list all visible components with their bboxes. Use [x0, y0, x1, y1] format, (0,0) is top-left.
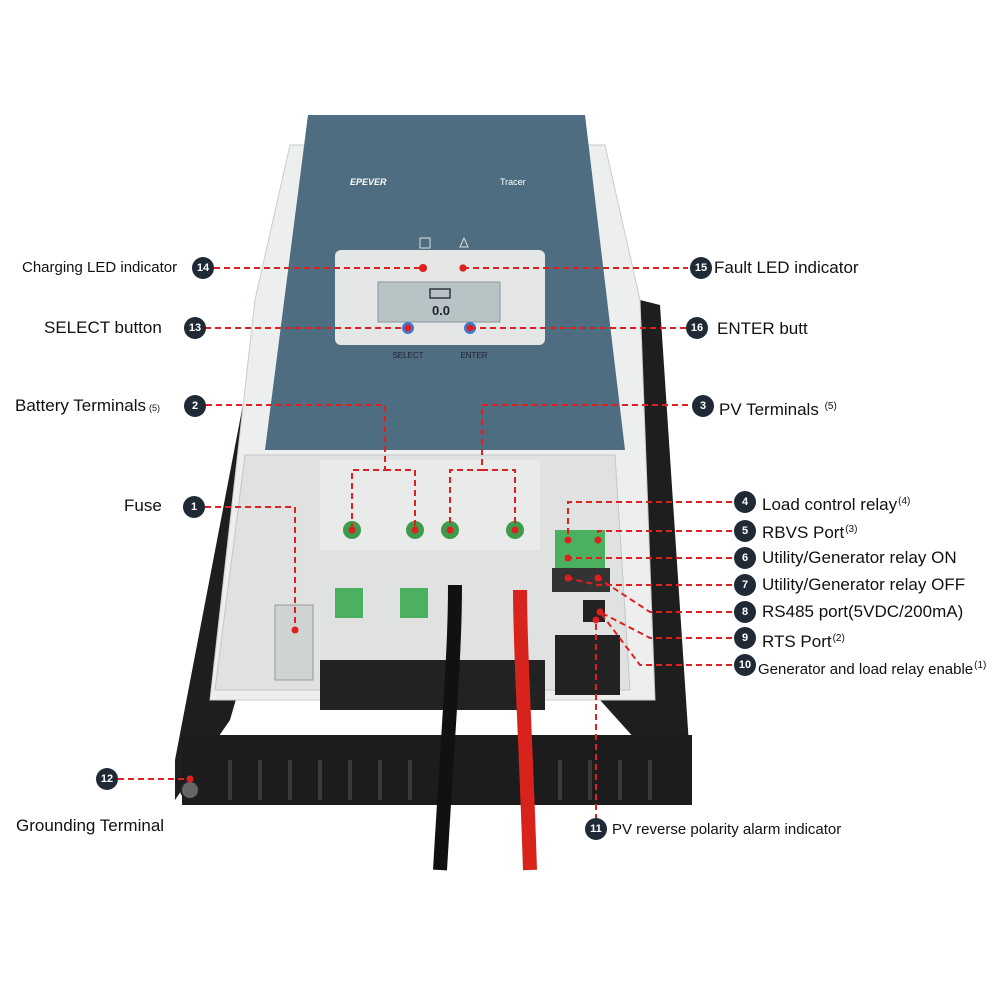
- callout-select-button: SELECT button: [44, 318, 162, 338]
- badge-13: 13: [184, 317, 206, 339]
- badge-3: 3: [692, 395, 714, 417]
- callout-relay-off: Utility/Generator relay OFF: [762, 575, 965, 595]
- pv-panel-symbol: [419, 237, 431, 249]
- lcd-value: 0.0: [432, 303, 450, 318]
- badge-14: 14: [192, 257, 214, 279]
- label-text: RBVS Port: [762, 523, 845, 542]
- heatsink-fins: [228, 760, 652, 800]
- model-name: Tracer: [500, 177, 526, 187]
- label-text: RS485 port(5VDC/200mA): [762, 602, 964, 621]
- callout-fault-led: Fault LED indicator: [714, 258, 859, 278]
- label-note: (3): [845, 524, 858, 535]
- badge-12: 12: [96, 768, 118, 790]
- badge-7: 7: [734, 574, 756, 596]
- callout-charging-led: Charging LED indicator: [22, 258, 177, 278]
- label-text: RTS Port: [762, 632, 832, 651]
- callout-rbvs-port: RBVS Port(3): [762, 520, 857, 543]
- cable-clamp-right: [555, 635, 620, 695]
- callout-enter-button: ENTER butt: [717, 319, 808, 339]
- callout-pv-terminals: PV Terminals (5): [719, 397, 837, 420]
- fuse-holder: [274, 604, 314, 681]
- cable-clamp-bar: [320, 660, 545, 710]
- label-text: PV Terminals: [719, 400, 819, 419]
- badge-5: 5: [734, 520, 756, 542]
- enter-text: ENTER: [460, 351, 487, 360]
- grounding-screw: [180, 780, 200, 800]
- label-text: Load control relay: [762, 495, 898, 514]
- leader-lines: [118, 267, 732, 820]
- black-cable: [433, 584, 462, 871]
- label-text: ENTER butt: [717, 319, 808, 338]
- callout-pv-reverse-alarm: PV reverse polarity alarm indicator: [612, 820, 841, 840]
- badge-2: 2: [184, 395, 206, 417]
- heatsink-fins-base: [182, 735, 692, 805]
- callout-relay-on: Utility/Generator relay ON: [762, 548, 957, 568]
- badge-1: 1: [183, 496, 205, 518]
- label-text: Utility/Generator relay OFF: [762, 575, 966, 594]
- green-terminal-blocks: [335, 588, 428, 618]
- relay-connectors: [555, 530, 605, 570]
- badge-11: 11: [585, 818, 607, 840]
- label-note: (1): [974, 660, 987, 671]
- leader-endpoints: [186, 264, 604, 783]
- label-text: SELECT button: [44, 318, 162, 337]
- label-text: Generator and load relay enable: [758, 661, 974, 678]
- badge-4: 4: [734, 491, 756, 513]
- label-note: (2): [832, 633, 845, 644]
- label-text: PV reverse polarity alarm indicator: [612, 821, 842, 838]
- callout-battery-terminals: Battery Terminals(5): [15, 396, 160, 418]
- label-text: Utility/Generator relay ON: [762, 548, 957, 567]
- callout-generator-enable: Generator and load relay enable(1): [758, 656, 986, 680]
- label-text: Fault LED indicator: [714, 258, 859, 277]
- battery-lcd-icon: [429, 288, 451, 299]
- badge-6: 6: [734, 547, 756, 569]
- badge-8: 8: [734, 601, 756, 623]
- badge-9: 9: [734, 627, 756, 649]
- label-note: (5): [149, 403, 161, 413]
- badge-16: 16: [686, 317, 708, 339]
- callout-rs485-port: RS485 port(5VDC/200mA): [762, 602, 963, 622]
- badge-10: 10: [734, 654, 756, 676]
- callout-rts-port: RTS Port(2): [762, 629, 845, 652]
- brand-logo: EPEVER: [350, 177, 387, 187]
- red-cable: [513, 589, 537, 871]
- callout-load-relay: Load control relay(4): [762, 492, 910, 515]
- label-text: Grounding Terminal: [16, 816, 165, 835]
- label-text: Battery Terminals: [15, 396, 147, 415]
- label-text: Fuse: [124, 496, 162, 515]
- callout-grounding-terminal: Grounding Terminal: [16, 816, 164, 836]
- select-text: SELECT: [392, 351, 423, 360]
- label-text: Charging LED indicator: [22, 259, 178, 276]
- label-note: (4): [898, 496, 911, 507]
- callout-fuse: Fuse: [124, 496, 162, 516]
- warning-symbol: [459, 236, 469, 248]
- label-note: (5): [824, 401, 837, 412]
- rts-port: [583, 600, 605, 622]
- badge-15: 15: [690, 257, 712, 279]
